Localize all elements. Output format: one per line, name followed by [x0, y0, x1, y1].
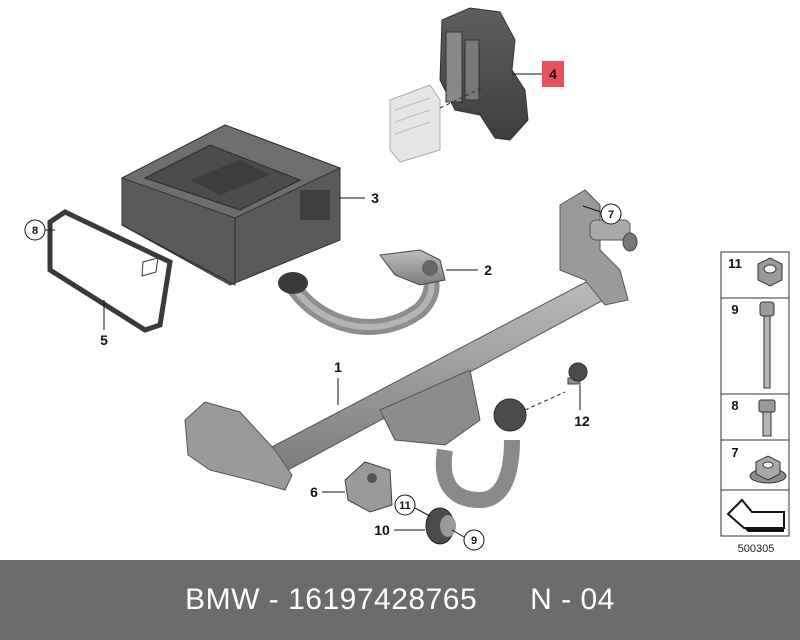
part-number-caption: BMW - 16197428765 N - 04 — [185, 583, 615, 616]
hardware-side-panel: 11 9 8 7 — [720, 251, 790, 537]
arrow-symbol-icon — [726, 498, 785, 532]
callout-1: 1 — [334, 359, 342, 405]
clip-bracket-illustration — [344, 461, 393, 513]
wiring-harness-illustration — [278, 249, 446, 335]
nut-icon — [757, 257, 783, 287]
callout-11-circle: 11 — [394, 494, 431, 517]
callout-10: 10 — [374, 522, 425, 538]
callout-number: 2 — [484, 262, 492, 278]
footer-bar: BMW - 16197428765 N - 04 — [0, 560, 800, 640]
callout-8-circle: 8 — [24, 219, 55, 241]
callout-6: 6 — [310, 484, 345, 500]
locking-cap-illustration — [567, 362, 588, 385]
flange-nut-icon — [749, 455, 787, 484]
callout-number: 8 — [32, 225, 38, 237]
callout-number: 6 — [310, 484, 318, 500]
callout-5: 5 — [100, 300, 108, 348]
tow-hitch-illustration — [184, 189, 638, 509]
callout-12: 12 — [574, 385, 590, 429]
callout-number: 7 — [608, 209, 614, 221]
callout-3: 3 — [340, 190, 379, 206]
callout-9-circle: 9 — [451, 529, 485, 551]
panel-label: 9 — [731, 302, 738, 317]
bolt-short-icon — [758, 399, 776, 437]
bushing-illustration — [425, 507, 456, 545]
callout-2: 2 — [446, 262, 492, 278]
callout-7-circle: 7 — [582, 203, 622, 225]
callout-number: 12 — [574, 413, 590, 429]
callout-number: 9 — [471, 535, 477, 547]
panel-label: 7 — [731, 445, 738, 460]
bolt-long-icon — [759, 301, 775, 389]
control-module-bracket-illustration — [389, 7, 529, 163]
callout-number: 3 — [371, 190, 379, 206]
reference-id: 500305 — [738, 543, 775, 555]
callout-number: 5 — [100, 332, 108, 348]
panel-label: 11 — [728, 256, 742, 271]
callout-number: 1 — [334, 359, 342, 375]
parts-diagram: 4 3 2 8 5 7 1 12 6 11 10 — [24, 7, 790, 555]
callout-number: 10 — [374, 522, 390, 538]
callout-number: 11 — [399, 500, 411, 512]
storage-tray-illustration — [120, 124, 342, 286]
callout-number: 4 — [549, 66, 557, 82]
frame-gasket-illustration — [47, 209, 173, 333]
callout-4: 4 — [512, 61, 564, 87]
panel-label: 8 — [731, 398, 738, 413]
